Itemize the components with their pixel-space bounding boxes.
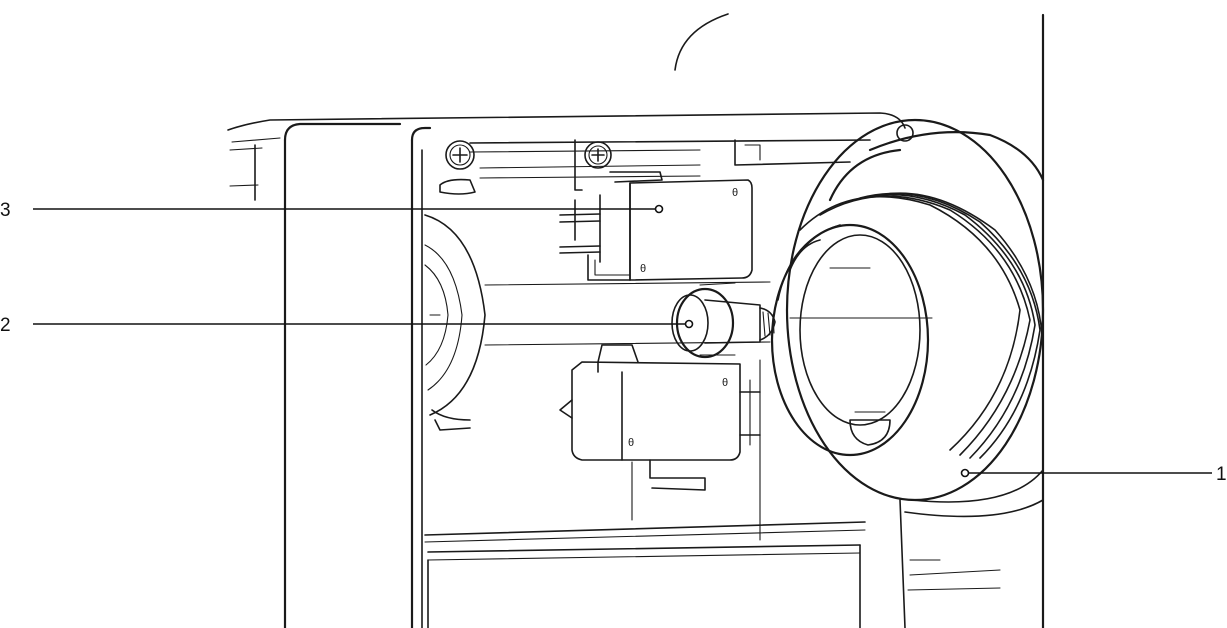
lower-body: [424, 499, 1001, 628]
callout-2: 2: [0, 315, 694, 336]
left-spool: [424, 214, 486, 431]
callout-3-label: 3: [0, 200, 11, 221]
callout-3: 3: [0, 200, 664, 221]
microswitch-upper: θ θ: [559, 179, 753, 281]
switch-plunger: [484, 281, 776, 359]
svg-text:θ: θ: [722, 377, 728, 389]
screw-right: [574, 139, 663, 191]
svg-text:θ: θ: [640, 263, 646, 275]
spring-spool: [770, 118, 1045, 518]
callout-1: 1: [960, 464, 1227, 485]
callout-1-dot: [960, 468, 970, 478]
svg-text:θ: θ: [628, 437, 634, 449]
callout-3-dot: [654, 204, 664, 214]
microswitch-lower: θ θ: [559, 344, 761, 541]
callout-2-dot: [684, 319, 694, 329]
svg-text:θ: θ: [732, 187, 738, 199]
callout-1-label: 1: [1216, 464, 1227, 485]
screw-left: [439, 140, 476, 195]
callout-2-label: 2: [0, 315, 11, 336]
